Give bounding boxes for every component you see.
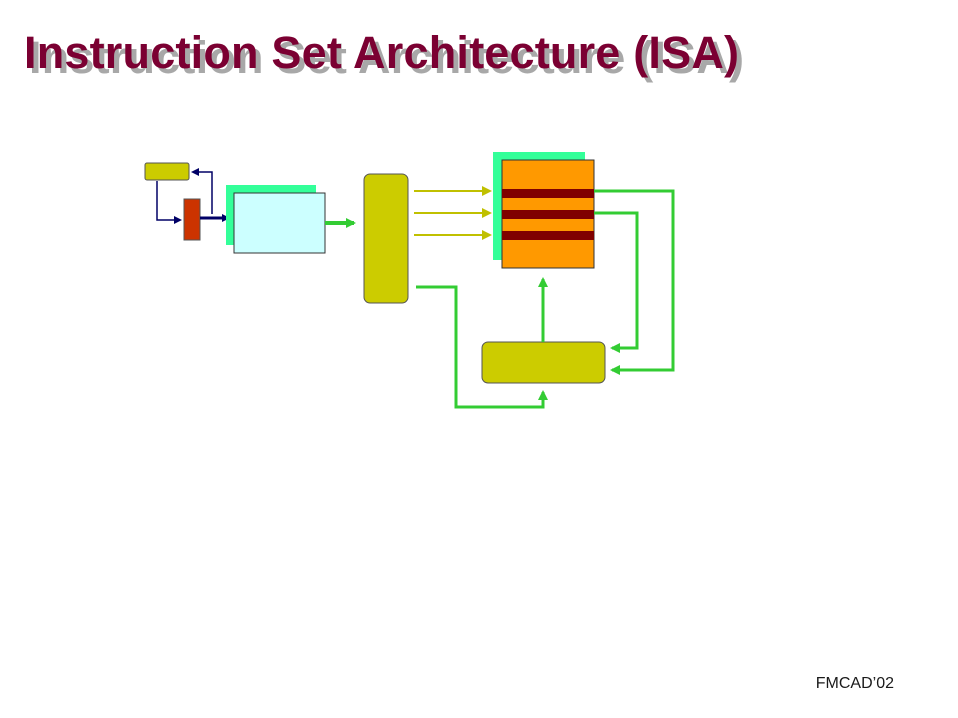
title-block: Instruction Set Architecture (ISA) Instr… [24, 30, 884, 100]
small-control-block [144, 162, 190, 181]
pc-register [183, 198, 201, 241]
register-band-1 [502, 189, 594, 198]
instruction-memory [233, 192, 326, 254]
register-read-path-1 [594, 189, 675, 375]
register-band-3 [502, 231, 594, 240]
pc-feedback-wire [191, 168, 213, 214]
register-read-path-2 [594, 211, 639, 353]
control-to-pc-wire [156, 181, 182, 224]
register-band-2 [502, 210, 594, 219]
decoder-to-alu-path [416, 285, 548, 409]
footer-label: FMCAD’02 [815, 675, 894, 692]
title-shadow: Instruction Set Architecture (ISA) [29, 32, 745, 83]
slide-title: Instruction Set Architecture (ISA) [24, 27, 740, 78]
decoder-block [363, 173, 409, 304]
alu-block [481, 341, 606, 384]
